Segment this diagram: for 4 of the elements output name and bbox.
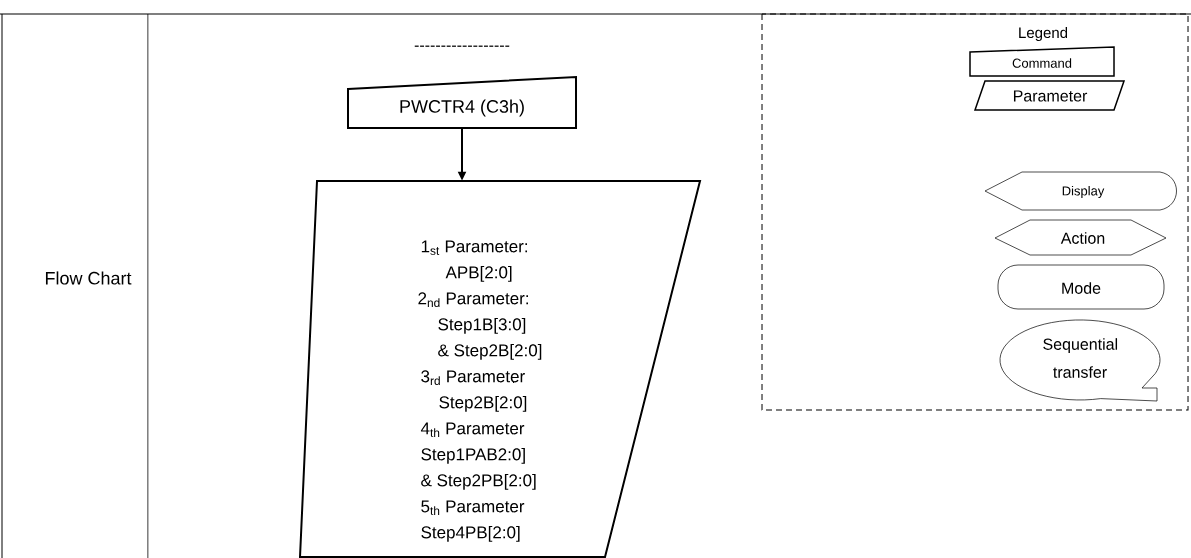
row-label: Flow Chart [45, 271, 132, 285]
command-box: PWCTR4 (C3h) [347, 75, 577, 129]
dashed-line-text: ------------------ [414, 45, 510, 47]
legend-title: Legend [1019, 27, 1068, 41]
